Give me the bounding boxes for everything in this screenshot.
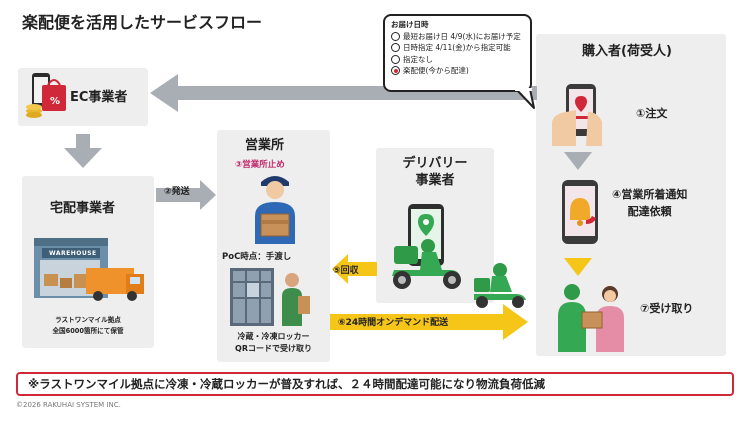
collect-arrow xyxy=(332,254,377,284)
radio-icon[interactable] xyxy=(391,54,400,64)
buyer-order: ①注文 xyxy=(636,107,668,120)
bubble-heading: お届け日時 xyxy=(391,20,429,29)
step-ship: ②発送 xyxy=(164,187,190,197)
phone-order-icon xyxy=(552,84,602,146)
poc-label: PoC時点：手渡し xyxy=(222,252,292,262)
ec-label: EC事業者 xyxy=(70,90,128,105)
ondemand-arrow xyxy=(330,304,528,340)
radio-icon[interactable] xyxy=(391,43,400,53)
option-shortest[interactable]: 最短お届け日 4/9(水)にお届け予定 xyxy=(391,31,524,43)
delivery-worker-icon xyxy=(255,176,295,244)
takuhai-label: 宅配事業者 xyxy=(50,201,116,216)
handover-icon xyxy=(558,284,624,352)
locker-note: 冷蔵・冷凍ロッカー QRコードで受け取り xyxy=(235,332,312,353)
buyer-receive: ⑦受け取り xyxy=(640,302,694,315)
eigyo-stop-label: ③営業所止め xyxy=(235,160,285,170)
step-collect: ⑤回収 xyxy=(333,266,359,276)
option-date-specified[interactable]: 日時指定 4/11(金)から指定可能 xyxy=(391,42,524,54)
warehouse-sign: WAREHOUSE xyxy=(49,250,97,257)
buyer-arrow-2 xyxy=(564,258,592,276)
ship-arrow xyxy=(156,180,216,210)
delivery-scooter-icon xyxy=(392,204,461,289)
discount-badge: % xyxy=(50,96,61,107)
buyer-arrow-1 xyxy=(564,152,592,170)
locker-icon xyxy=(230,268,310,326)
radio-icon[interactable] xyxy=(391,31,400,41)
footer-note: ※ラストワンマイル拠点に冷凍・冷蔵ロッカーが普及すれば、２４時間配達可能になり物… xyxy=(16,372,734,396)
takuhai-note: ラストワンマイル拠点 全国6000箇所にて保管 xyxy=(52,316,124,335)
bell-phone-icon xyxy=(562,180,598,244)
warehouse-truck-icon xyxy=(34,238,144,301)
eigyo-label: 営業所 xyxy=(245,138,285,153)
buyer-label: 購入者(荷受人) xyxy=(582,44,672,59)
copyright: ©2026 RAKUHAI SYSTEM INC. xyxy=(16,401,121,409)
rider-scooter-icon xyxy=(474,263,526,308)
delivery-label: デリバリー 事業者 xyxy=(402,156,468,188)
bubble-tail xyxy=(515,88,535,109)
page-title: 楽配便を活用したサービスフロー xyxy=(22,13,263,32)
radio-selected-icon[interactable] xyxy=(391,66,400,76)
delivery-date-bubble: お届け日時 最短お届け日 4/9(水)にお届け予定 日時指定 4/11(金)から… xyxy=(383,14,532,92)
buyer-notify: ④営業所着通知 配達依頼 xyxy=(612,188,688,218)
step-ondemand: ⑥24時間オンデマンド配送 xyxy=(338,318,449,328)
option-none[interactable]: 指定なし xyxy=(391,54,524,66)
ec-to-takuhai-arrow xyxy=(64,134,102,168)
option-rakuhai[interactable]: 楽配便(今から配達) xyxy=(391,65,524,77)
shopping-icon xyxy=(26,73,66,118)
